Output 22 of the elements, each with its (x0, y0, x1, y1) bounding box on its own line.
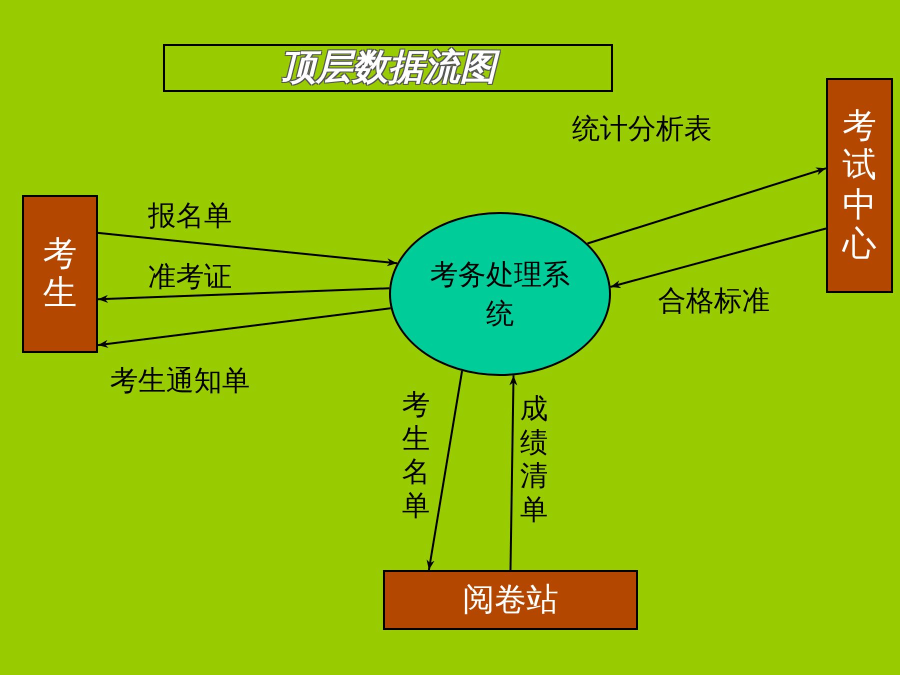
arrow (98, 307, 391, 348)
node-label: 考试中心 (842, 107, 876, 264)
node-label: 考生 (43, 234, 77, 314)
arrow (587, 167, 826, 244)
edge-label: 合格标准 (658, 283, 770, 319)
edge-label: 准考证 (148, 259, 232, 295)
edge-label: 报名单 (148, 198, 232, 234)
arrow (426, 370, 464, 570)
node-label: 阅卷站 (462, 579, 558, 620)
process-box (383, 570, 638, 630)
arrow (98, 287, 390, 303)
process-box (826, 78, 893, 293)
edge-label: 考生通知单 (110, 363, 250, 399)
title-box: 顶层数据流图 (163, 44, 613, 92)
process-box (22, 195, 98, 353)
edge-label: 成绩清单 (520, 392, 548, 526)
arrow (610, 228, 826, 288)
arrow (98, 232, 398, 266)
node-label: 考务处理系统 (429, 256, 571, 332)
edge-label: 统计分析表 (572, 111, 712, 147)
arrow (509, 375, 518, 570)
edge-label: 考生名单 (402, 388, 430, 522)
